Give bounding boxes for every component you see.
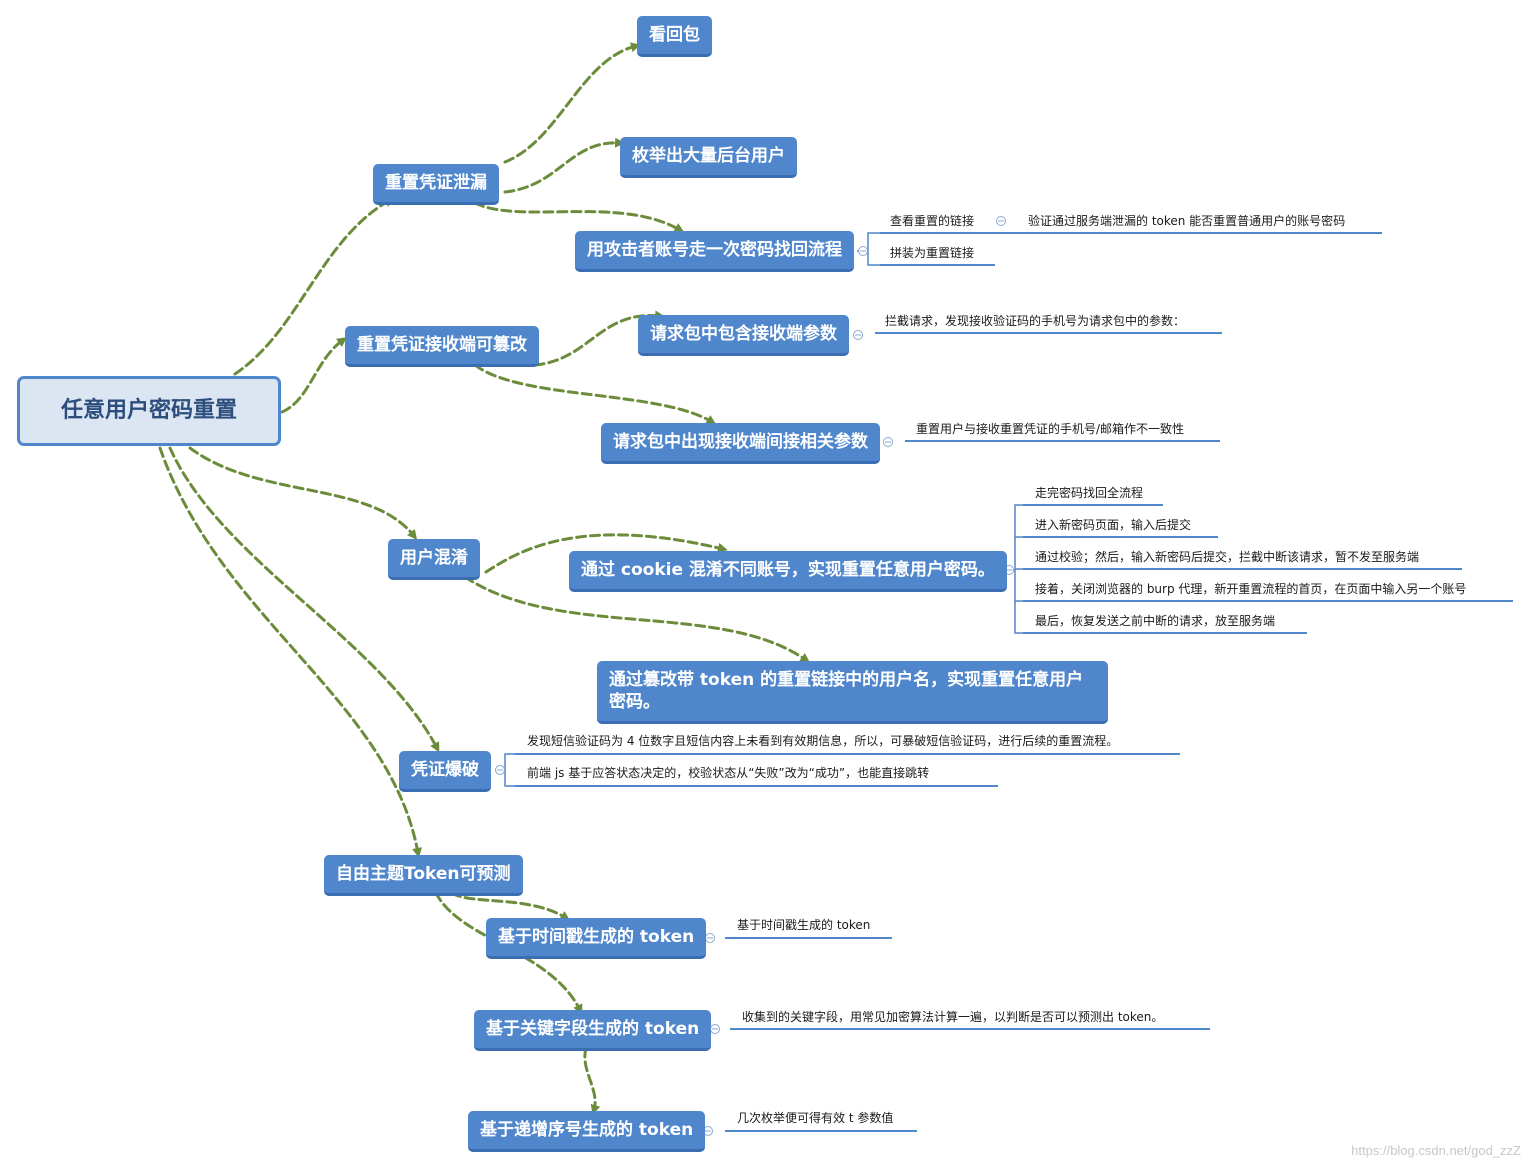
connector-b3-s6 bbox=[484, 533, 728, 574]
connector-root-b1 bbox=[233, 197, 395, 376]
connector-s9-s10 bbox=[583, 1046, 601, 1115]
leaf-intercept-submit[interactable]: 通过校验；然后，输入新密码后提交，拦截中断该请求，暂不发至服务端 bbox=[1035, 550, 1420, 564]
connector-root-b2 bbox=[280, 337, 348, 414]
leaf-new-password-page[interactable]: 进入新密码页面，输入后提交 bbox=[1035, 518, 1192, 532]
watermark: https://blog.csdn.net/god_zzZ bbox=[1351, 1143, 1521, 1158]
branch-credential-bruteforce[interactable]: 凭证爆破 bbox=[399, 751, 491, 792]
branch-token-predictable[interactable]: 自由主题Token可预测 bbox=[324, 855, 523, 896]
leaf-enumerate-t[interactable]: 几次枚举便可得有效 t 参数值 bbox=[737, 1111, 894, 1125]
sub-attacker-account-flow[interactable]: 用攻击者账号走一次密码找回流程 bbox=[575, 231, 854, 272]
leaf-verify-leaked-token[interactable]: 验证通过服务端泄漏的 token 能否重置普通用户的账号密码 bbox=[1028, 214, 1346, 228]
leaf-frontend-js-status[interactable]: 前端 js 基于应答状态决定的，校验状态从“失败”改为“成功”，也能直接跳转 bbox=[527, 766, 930, 780]
connector-b5-s8 bbox=[450, 891, 571, 921]
leaf-keyfield-hash[interactable]: 收集到的关键字段，用常见加密算法计算一遍，以判断是否可以预测出 token。 bbox=[742, 1010, 1164, 1024]
sub-sequence-token[interactable]: 基于递增序号生成的 token bbox=[468, 1111, 706, 1152]
connector-root-b3 bbox=[188, 446, 418, 540]
connector-root-b4 bbox=[168, 446, 440, 753]
sub-cookie-confusion[interactable]: 通过 cookie 混淆不同账号，实现重置任意用户密码。 bbox=[569, 551, 1007, 592]
connector-b1-s1 bbox=[503, 42, 641, 164]
sub-request-indirect-receiver[interactable]: 请求包中出现接收端间接相关参数 bbox=[601, 423, 880, 464]
branch-reset-credential-leak[interactable]: 重置凭证泄漏 bbox=[373, 164, 499, 205]
connector-b1-s3 bbox=[473, 201, 685, 233]
sub-enumerate-users[interactable]: 枚举出大量后台用户 bbox=[620, 137, 797, 178]
connector-b1-s2 bbox=[503, 137, 625, 194]
sub-token-link-username[interactable]: 通过篡改带 token 的重置链接中的用户名，实现重置任意用户密码。 bbox=[597, 661, 1108, 724]
leaf-sms-bruteforce[interactable]: 发现短信验证码为 4 位数字且短信内容上未看到有效期信息，所以，可暴破短信验证码… bbox=[527, 734, 1119, 748]
branch-reset-receiver-tamper[interactable]: 重置凭证接收端可篡改 bbox=[345, 326, 539, 367]
sub-view-response[interactable]: 看回包 bbox=[637, 16, 712, 57]
leaf-close-proxy[interactable]: 接着，关闭浏览器的 burp 代理，新开重置流程的首页，在页面中输入另一个账号 bbox=[1035, 582, 1467, 596]
connector-b3-s7 bbox=[463, 575, 811, 663]
leaf-full-flow[interactable]: 走完密码找回全流程 bbox=[1035, 486, 1144, 500]
connector-b2-s5 bbox=[473, 363, 717, 425]
branch-user-confusion[interactable]: 用户混淆 bbox=[388, 539, 480, 580]
leaf-resume-request[interactable]: 最后，恢复发送之前中断的请求，放至服务端 bbox=[1035, 614, 1276, 628]
leaf-timestamp-token[interactable]: 基于时间戳生成的 token bbox=[737, 918, 871, 932]
leaf-view-reset-link[interactable]: 查看重置的链接 bbox=[890, 214, 975, 228]
sub-timestamp-token[interactable]: 基于时间戳生成的 token bbox=[486, 918, 707, 959]
leaf-inconsistency[interactable]: 重置用户与接收重置凭证的手机号/邮箱作不一致性 bbox=[916, 422, 1185, 436]
root-topic[interactable]: 任意用户密码重置 bbox=[17, 376, 281, 446]
leaf-assemble-link[interactable]: 拼装为重置链接 bbox=[890, 246, 975, 260]
leaf-intercept-request[interactable]: 拦截请求，发现接收验证码的手机号为请求包中的参数： bbox=[885, 314, 1186, 328]
sub-request-contains-receiver[interactable]: 请求包中包含接收端参数 bbox=[638, 315, 849, 356]
sub-keyfield-token[interactable]: 基于关键字段生成的 token bbox=[474, 1010, 712, 1051]
connector-root-b5 bbox=[158, 446, 423, 858]
